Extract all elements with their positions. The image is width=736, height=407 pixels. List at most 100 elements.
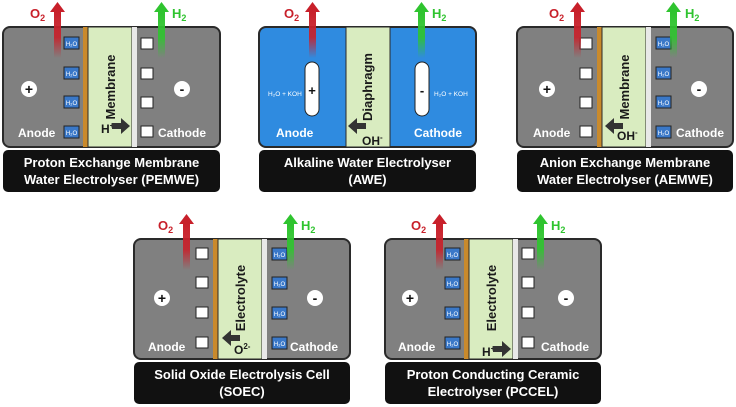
cathode-label: Cathode [541, 340, 589, 354]
plus-sign: + [25, 81, 33, 97]
positive-terminal [21, 81, 37, 97]
caption-line-2: (AWE) [348, 172, 387, 187]
anode-label: Anode [148, 340, 186, 354]
anode-electrode [83, 27, 88, 147]
water-label: H₂O [66, 72, 78, 78]
water-label: H₂O [658, 101, 670, 107]
negative-terminal [691, 81, 707, 97]
o2-label: O2 [284, 6, 299, 23]
water-label: H₂O [658, 131, 670, 137]
cathode-label: Cathode [158, 126, 206, 140]
separator-label: Membrane [617, 54, 632, 119]
ion-label: O2- [234, 342, 251, 357]
o2-arrow-shaft [436, 224, 443, 270]
caption-line-1: Anion Exchange Membrane [539, 155, 711, 170]
o2-label: O2 [549, 6, 564, 23]
water-label: H₂O [658, 42, 670, 48]
water-boxes: H₂O H₂O H₂O H₂O [444, 247, 461, 350]
water-label: H₂O [274, 253, 286, 259]
h2-label: H2 [432, 6, 446, 23]
cell-aemwe: Membrane H₂O H₂O H₂O H₂O + - Anode Catho… [516, 2, 734, 148]
caption-line-2: Water Electrolyser (AEMWE) [537, 172, 713, 187]
caption-line-1: Proton Exchange Membrane [23, 155, 200, 170]
cell-pccel: Electrolyte H₂O H₂O H₂O H₂O + - Anode Ca… [384, 214, 602, 360]
water-label: H₂O [66, 131, 78, 137]
water-boxes: H₂O H₂O H₂O H₂O [63, 36, 80, 139]
water-label: H₂O [66, 101, 78, 107]
anode-electrode [213, 239, 218, 359]
separator-label: Electrolyte [484, 265, 499, 331]
caption-line-1: Solid Oxide Electrolysis Cell [154, 367, 330, 382]
anode-electrode [597, 27, 602, 147]
minus-sign: - [313, 290, 318, 306]
h2-label: H2 [685, 6, 699, 23]
positive-terminal [402, 290, 418, 306]
minus-sign: - [420, 83, 424, 98]
o2-arrow-shaft [574, 12, 581, 58]
positive-terminal [539, 81, 555, 97]
anode-label: Anode [533, 126, 571, 140]
h2-arrow-shaft [158, 12, 165, 58]
cell-pemwe: Membrane H₂O H₂O H₂O H₂O + - Anode Catho… [2, 2, 221, 148]
water-boxes: H₂O H₂O H₂O H₂O [271, 247, 288, 350]
reaction-sites [521, 247, 535, 349]
h2-arrow-head [666, 2, 681, 12]
ion-arrow-right [493, 341, 511, 357]
caption-aemwe: Anion Exchange Membrane Water Electrolys… [517, 150, 733, 192]
caption-awe: Alkaline Water Electrolyser (AWE) [259, 150, 476, 192]
water-label: H₂O [447, 342, 459, 348]
plus-sign: + [543, 81, 551, 97]
cathode-electrode [414, 61, 430, 117]
h2-arrow-shaft [418, 12, 425, 58]
o2-arrow-head [179, 214, 194, 224]
water-label: H₂O [274, 282, 286, 288]
plus-sign: + [158, 290, 166, 306]
h2-arrow-head [414, 2, 429, 12]
positive-terminal [154, 290, 170, 306]
h2-arrow-shaft [670, 12, 677, 58]
cell-awe: Diaphragm + - H₂O + KOH H₂O + KOH Anode … [258, 2, 477, 148]
cell-soec: Electrolyte H₂O H₂O H₂O H₂O + - Anode Ca… [133, 214, 351, 360]
caption-line-2: (SOEC) [219, 384, 265, 399]
o2-arrow-shaft [183, 224, 190, 270]
cathode-label: Cathode [290, 340, 338, 354]
negative-terminal [174, 81, 190, 97]
h2-arrow-head [154, 2, 169, 12]
water-koh-label: H₂O + KOH [434, 91, 468, 98]
o2-label: O2 [158, 218, 173, 235]
cathode-electrode [646, 27, 651, 147]
separator-label: Electrolyte [233, 265, 248, 331]
negative-terminal [558, 290, 574, 306]
plus-sign: + [308, 83, 316, 98]
caption-line-2: Electrolyser (PCCEL) [427, 384, 559, 399]
caption-pccel: Proton Conducting Ceramic Electrolyser (… [385, 362, 601, 404]
caption-soec: Solid Oxide Electrolysis Cell (SOEC) [134, 362, 350, 404]
cathode-electrode [513, 239, 518, 359]
water-label: H₂O [274, 312, 286, 318]
cathode-label: Cathode [676, 126, 724, 140]
h2-arrow-shaft [537, 224, 544, 270]
ion-arrow-left [605, 118, 623, 134]
electrolyte [468, 238, 514, 360]
o2-label: O2 [411, 218, 426, 235]
h2-arrow-head [533, 214, 548, 224]
o2-arrow-head [305, 2, 320, 12]
minus-sign: - [564, 290, 569, 306]
caption-line-1: Alkaline Water Electrolyser [283, 155, 452, 170]
cathode-label: Cathode [414, 126, 462, 140]
reaction-sites [195, 247, 209, 349]
o2-arrow-head [50, 2, 65, 12]
anode-label: Anode [276, 126, 314, 140]
o2-arrow-shaft [309, 12, 316, 58]
h2-arrow-head [283, 214, 298, 224]
water-label: H₂O [66, 42, 78, 48]
ion-arrow-left [348, 118, 366, 134]
o2-arrow-head [570, 2, 585, 12]
cathode-electrode [262, 239, 267, 359]
water-label: H₂O [447, 282, 459, 288]
anode-electrode [304, 61, 320, 117]
separator-label: Membrane [103, 54, 118, 119]
water-boxes: H₂O H₂O H₂O H₂O [655, 36, 672, 139]
h2-label: H2 [172, 6, 186, 23]
ion-label: OH- [362, 133, 383, 148]
